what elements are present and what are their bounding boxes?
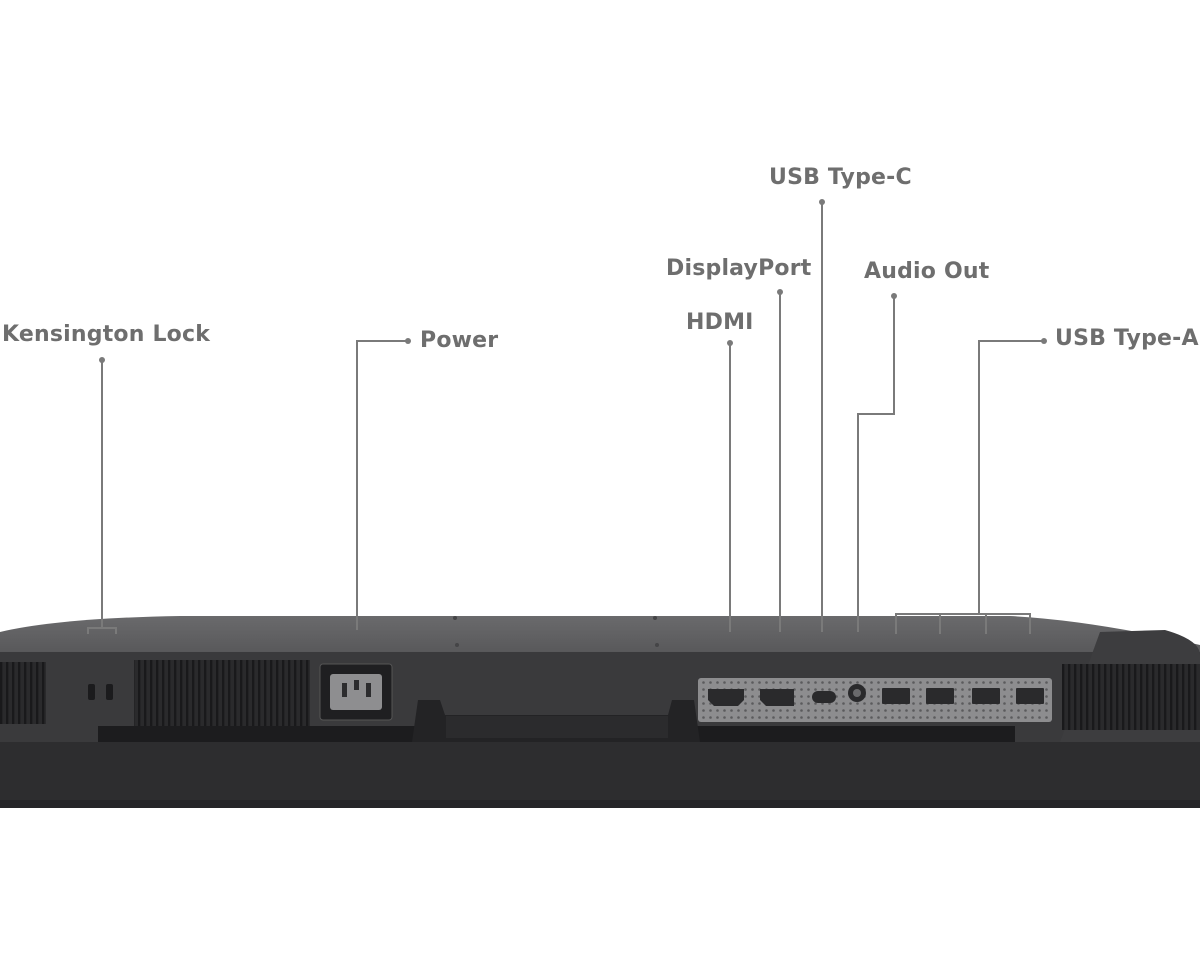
kensington-slot-2	[106, 684, 113, 700]
leader-dot	[1041, 338, 1047, 344]
stand-slot-shadow-right	[690, 726, 1015, 742]
leader-dot	[405, 338, 411, 344]
leader-dot	[891, 293, 897, 299]
usb-a-port-4	[1016, 688, 1044, 704]
label-usb-type-a: USB Type-A	[1055, 326, 1199, 351]
stand-slot-shadow-left	[98, 726, 418, 742]
vent-right	[1062, 664, 1200, 730]
monitor-top-edge	[0, 616, 1200, 660]
usb-c-port	[812, 691, 836, 703]
vent-mid-left	[134, 660, 310, 726]
audio-port-center	[853, 689, 861, 697]
leader-endpoints	[99, 199, 1047, 363]
power-socket-inner	[330, 674, 382, 710]
kensington-slot	[88, 684, 95, 700]
screw-dot	[655, 643, 659, 647]
vent-left	[0, 662, 46, 724]
label-displayport: DisplayPort	[666, 256, 812, 281]
usb-a-port-1	[882, 688, 910, 704]
leader-dot	[727, 340, 733, 346]
leader-audio	[857, 296, 895, 632]
monitor-base	[0, 742, 1200, 808]
label-usb-type-c: USB Type-C	[769, 165, 912, 190]
monitor-base-shade	[0, 800, 1200, 808]
leader-power	[356, 340, 408, 630]
leader-kensington	[87, 360, 117, 634]
label-power: Power	[420, 328, 499, 353]
leader-dot	[777, 289, 783, 295]
screw-dot	[455, 643, 459, 647]
stand-mount-bar	[446, 716, 668, 738]
power-pin	[342, 683, 347, 697]
displayport-port	[760, 689, 794, 706]
leader-usb-a	[895, 340, 1044, 634]
leader-lines	[87, 202, 1044, 634]
power-pin	[366, 683, 371, 697]
screw-dot	[453, 616, 457, 620]
leader-dot	[819, 199, 825, 205]
leader-dot	[99, 357, 105, 363]
label-audio-out: Audio Out	[864, 259, 990, 284]
usb-a-port-2	[926, 688, 954, 704]
power-pin	[354, 680, 359, 690]
label-hdmi: HDMI	[686, 310, 754, 335]
label-kensington-lock: Kensington Lock	[2, 322, 211, 347]
hdmi-port	[708, 689, 744, 706]
screw-dot	[653, 616, 657, 620]
usb-a-port-3	[972, 688, 1000, 704]
